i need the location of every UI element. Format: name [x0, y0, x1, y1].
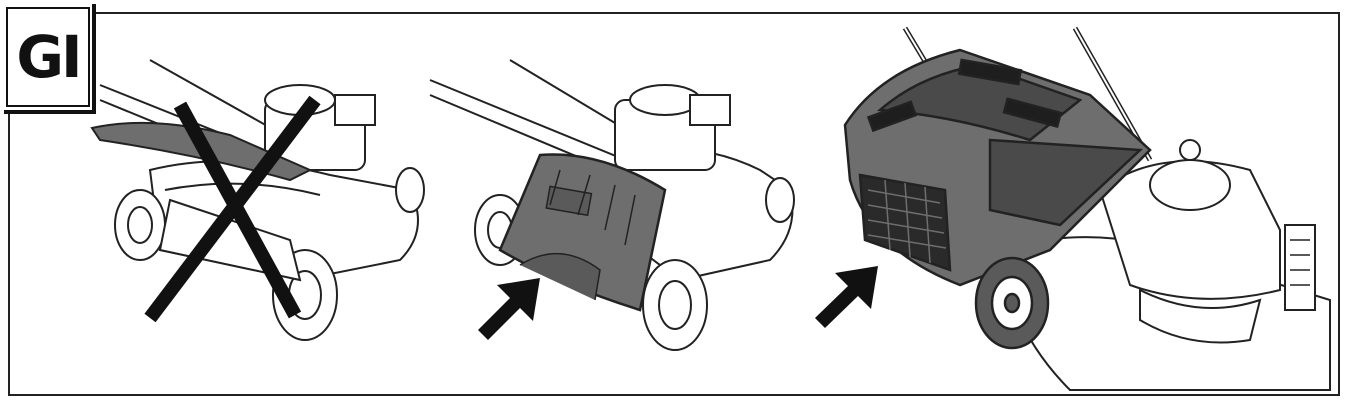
panel-2-arrow [478, 278, 540, 340]
panel-2-grass-bag [498, 153, 667, 312]
panel-1-cross-mark [144, 95, 321, 323]
panel-1-mower [99, 59, 425, 341]
figure-label-box: GI [4, 4, 96, 114]
panel-3-mower [902, 26, 1331, 391]
panel-3-arrow [815, 266, 878, 328]
panel-3-grass-bag [843, 48, 1152, 287]
panel-2-mower [429, 59, 795, 351]
figure-label: GI [16, 23, 82, 91]
figure-label-inner: GI [6, 7, 90, 107]
panel-3-wheel [974, 256, 1050, 350]
